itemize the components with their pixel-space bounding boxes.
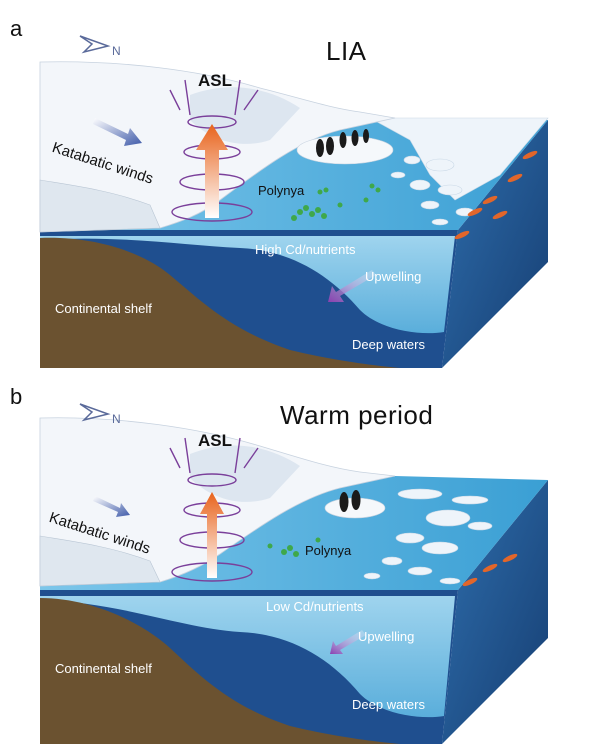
upwelling-label: Upwelling [365, 269, 422, 284]
north-label: N [112, 44, 121, 58]
upwelling-arrow [330, 630, 366, 654]
north-label: N [112, 412, 121, 426]
ice-cliff [39, 179, 161, 233]
asl-arrow [200, 492, 224, 578]
asl-arrow [196, 124, 228, 218]
panel-b-illustration [39, 403, 548, 744]
krill [462, 553, 518, 587]
panel-a: a N LIA ASL Katabatic winds Polynya High… [10, 16, 549, 368]
katabatic-arrow [93, 496, 130, 517]
polynya-label: Polynya [258, 183, 305, 198]
continental-shelf [40, 598, 400, 744]
algae-cluster [291, 183, 381, 221]
water-body [40, 596, 455, 718]
panel-a-illustration [39, 35, 549, 368]
asl-label: ASL [198, 431, 232, 450]
algae-cluster [267, 537, 321, 557]
nutrients-label: High Cd/nutrients [255, 242, 356, 257]
panel-title: Warm period [280, 400, 434, 430]
block-side-face [442, 480, 548, 744]
krill [454, 150, 538, 240]
asl-label: ASL [198, 71, 232, 90]
water-body [40, 236, 455, 334]
ice-shading [190, 87, 300, 144]
panel-title: LIA [326, 36, 367, 66]
block-side-face [442, 120, 548, 368]
panel-letter: a [10, 16, 23, 41]
ice-shading [190, 445, 300, 502]
panel-b: b N Warm period ASL Katabatic winds Poly… [0, 376, 602, 752]
upwelling-label: Upwelling [358, 629, 415, 644]
continental-shelf-label: Continental shelf [55, 301, 152, 316]
continental-shelf [40, 237, 400, 368]
nutrients-label: Low Cd/nutrients [266, 599, 364, 614]
continental-shelf-label: Continental shelf [55, 661, 152, 676]
sea-ice-floes [363, 488, 493, 585]
upwelling-arrow [328, 270, 376, 302]
deep-waters-label: Deep waters [352, 337, 425, 352]
polynya-label: Polynya [305, 543, 352, 558]
panel-letter: b [10, 384, 23, 409]
north-arrow-icon [79, 35, 111, 54]
penguins [316, 129, 369, 157]
deep-waters-label: Deep waters [352, 697, 425, 712]
sea-ice-floes [369, 117, 549, 226]
north-arrow-icon [79, 403, 111, 422]
ice-cliff [39, 535, 161, 587]
penguins [339, 490, 361, 512]
katabatic-arrow [93, 118, 142, 146]
